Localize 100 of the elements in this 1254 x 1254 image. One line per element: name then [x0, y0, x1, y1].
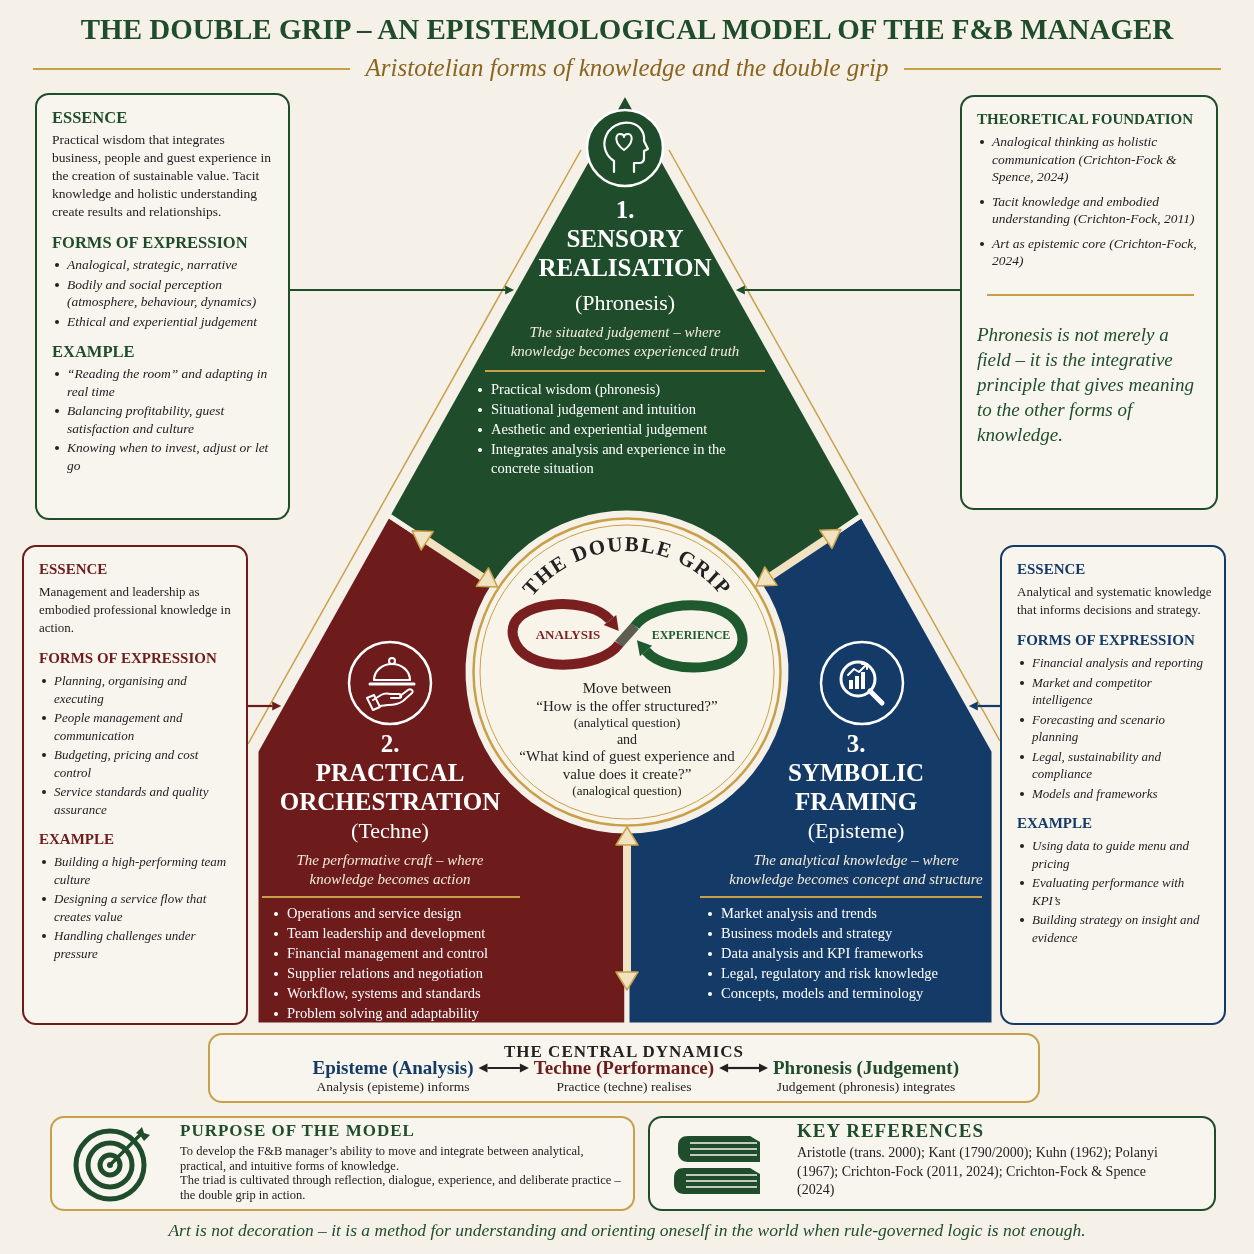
arrow: [290, 285, 515, 295]
list-item: Practical wisdom (phronesis): [476, 380, 766, 399]
list-item: “Reading the room” and adapting in real time: [52, 365, 276, 400]
tagline: The analytical knowledge – where knowledge becomes concept and structure: [728, 851, 984, 889]
section-title: PRACTICAL ORCHESTRATION: [279, 758, 501, 816]
list-item: Supplier relations and negotiation: [272, 964, 534, 983]
title: THE DOUBLE GRIP – AN EPISTEMOLOGICAL MODEL OF THE F&B MANAGER: [80, 12, 1174, 46]
caption: Art is not decoration – it is a method for understanding and orienting oneself in the world when rule-governed logic is not enough.: [168, 1219, 1086, 1242]
info-panel: [960, 95, 1218, 510]
list-item: Building a high-performing team culture: [39, 853, 234, 888]
section-title: SENSORY REALISATION: [538, 224, 712, 282]
list-item: Forecasting and scenario planning: [1017, 710, 1212, 746]
body-text: Management and leadership as embodied professional knowledge in action.: [39, 583, 232, 637]
list-item: Art as epistemic core (Crichton-Fock, 2024): [977, 234, 1204, 270]
list-item: Legal, sustainability and compliance: [1017, 747, 1212, 783]
list-item: Financial management and control: [272, 944, 534, 963]
list-item: Financial analysis and reporting: [1017, 654, 1212, 672]
question-text: “What kind of guest experience and value does it create?”: [518, 747, 736, 783]
subtitle: Aristotelian forms of knowledge and the double grip: [365, 53, 889, 83]
arrow: [735, 285, 960, 295]
list-item: Legal, regulatory and risk knowledge: [706, 964, 986, 983]
list-item: People management and communication: [39, 709, 234, 744]
section-subtitle: (Techne): [351, 818, 429, 844]
heading: ESSENCE: [52, 107, 128, 128]
body-text: Analytical and systematic knowledge that informs decisions and strategy.: [1017, 583, 1212, 619]
double-arrow: [755, 528, 842, 587]
list-item: Operations and service design: [272, 904, 534, 923]
list-item: Market and competitor intelligence: [1017, 673, 1212, 709]
info-panel: [22, 545, 248, 1025]
list-item: Knowing when to invest, adjust or let go: [52, 439, 276, 474]
heading: FORMS OF EXPRESSION: [39, 649, 217, 668]
heading: FORMS OF EXPRESSION: [1017, 631, 1195, 650]
list-item: Integrates analysis and experience in the concrete situation: [476, 440, 766, 478]
section-number: 2.: [380, 730, 400, 758]
list-item: Handling challenges under pressure: [39, 927, 234, 962]
heading: FORMS OF EXPRESSION: [52, 232, 248, 253]
section-subtitle: (Episteme): [807, 818, 905, 844]
note-text: (analytical question): [573, 715, 681, 731]
list-item: Designing a service flow that creates value: [39, 890, 234, 925]
body-text: Move between: [582, 679, 672, 697]
arrow: [248, 701, 282, 711]
body-text: To develop the F&B manager’s ability to move and integrate between analytical, practical, and intuitive forms of knowledge.: [180, 1144, 585, 1173]
heading: KEY REFERENCES: [797, 1120, 984, 1141]
list-item: Budgeting, pricing and cost control: [39, 746, 234, 781]
tagline: The situated judgement – where knowledge becomes experienced truth: [509, 323, 741, 361]
list-item: Business models and strategy: [706, 924, 986, 943]
tagline: The performative craft – where knowledge becomes action: [295, 851, 485, 889]
list-item: Market analysis and trends: [706, 904, 986, 923]
list-item: Service standards and quality assurance: [39, 783, 234, 818]
heading: EXAMPLE: [1017, 814, 1092, 833]
body-text: Practical wisdom that integrates business, people and guest experience in the creation of sustainable value. Tacit knowledge and holistic understanding create results and relationships.: [52, 131, 272, 221]
list-item: Using data to guide menu and pricing: [1017, 837, 1212, 872]
list-item: Tacit knowledge and embodied understanding (Crichton-Fock, 2011): [977, 192, 1204, 228]
body-text: Practice (techne) realises: [556, 1079, 692, 1095]
heading: ESSENCE: [39, 560, 108, 579]
body-text: Judgement (phronesis) integrates: [776, 1079, 956, 1095]
info-panel: [208, 1033, 1040, 1103]
info-panel: [50, 1116, 635, 1211]
heading: EXAMPLE: [39, 830, 114, 849]
list-item: Analogical, strategic, narrative: [52, 256, 276, 274]
list-item: Situational judgement and intuition: [476, 400, 766, 419]
heading: ESSENCE: [1017, 560, 1086, 579]
list-item: Problem solving and adaptability: [272, 1004, 534, 1023]
list-item: Balancing profitability, guest satisfaction and culture: [52, 402, 276, 437]
heading: Phronesis (Judgement): [773, 1057, 959, 1079]
list-item: Planning, organising and executing: [39, 672, 234, 707]
section-title: SYMBOLIC FRAMING: [787, 758, 925, 816]
list-item: Models and frameworks: [1017, 784, 1212, 802]
double-arrow: [411, 530, 499, 588]
body-text: Analysis (episteme) informs: [316, 1079, 470, 1095]
body-text: Aristotle (trans. 2000); Kant (1790/2000); Kuhn (1962); Polanyi (1967); Crichton-Fock (2011, 2024); Crichton-Fock & Spence (2024): [797, 1144, 1159, 1199]
list-item: Team leadership and development: [272, 924, 534, 943]
info-panel: [35, 93, 290, 520]
heading: Episteme (Analysis): [312, 1057, 474, 1079]
list-item: Aesthetic and experiential judgement: [476, 420, 766, 439]
section-number: 1.: [615, 196, 635, 224]
heading: PURPOSE OF THE MODEL: [180, 1120, 415, 1141]
body-text: and: [616, 731, 638, 748]
heading: THEORETICAL FOUNDATION: [977, 110, 1193, 129]
section-number: 3.: [846, 730, 866, 758]
note-text: (analogical question): [572, 783, 682, 799]
heading: EXAMPLE: [52, 341, 135, 362]
loop-label: EXPERIENCE: [651, 627, 731, 643]
arrow: [968, 701, 1000, 711]
list-item: Building strategy on insight and evidence: [1017, 911, 1212, 946]
list-item: Evaluating performance with KPI’s: [1017, 874, 1212, 909]
list-item: Bodily and social perception (atmosphere, behaviour, dynamics): [52, 275, 276, 311]
list-item: Ethical and experiential judgement: [52, 312, 276, 330]
info-panel: [648, 1116, 1216, 1211]
body-text: The triad is cultivated through reflection, dialogue, experience, and deliberate practice – the double grip in action.: [180, 1173, 622, 1202]
loop-label: ANALYSIS: [535, 627, 601, 643]
list-item: Concepts, models and terminology: [706, 984, 986, 1003]
double-arrow: [615, 826, 639, 991]
info-panel: [1000, 545, 1226, 1025]
list-item: Analogical thinking as holistic communication (Crichton-Fock & Spence, 2024): [977, 133, 1204, 186]
double-arrow: [478, 1063, 529, 1073]
quote-text: Phronesis is not merely a field – it is the integrative principle that gives meaning to the other forms of knowledge.: [977, 322, 1195, 447]
list-item: Workflow, systems and standards: [272, 984, 534, 1003]
double-arrow: [719, 1063, 768, 1073]
question-text: “How is the offer structured?”: [536, 697, 718, 715]
